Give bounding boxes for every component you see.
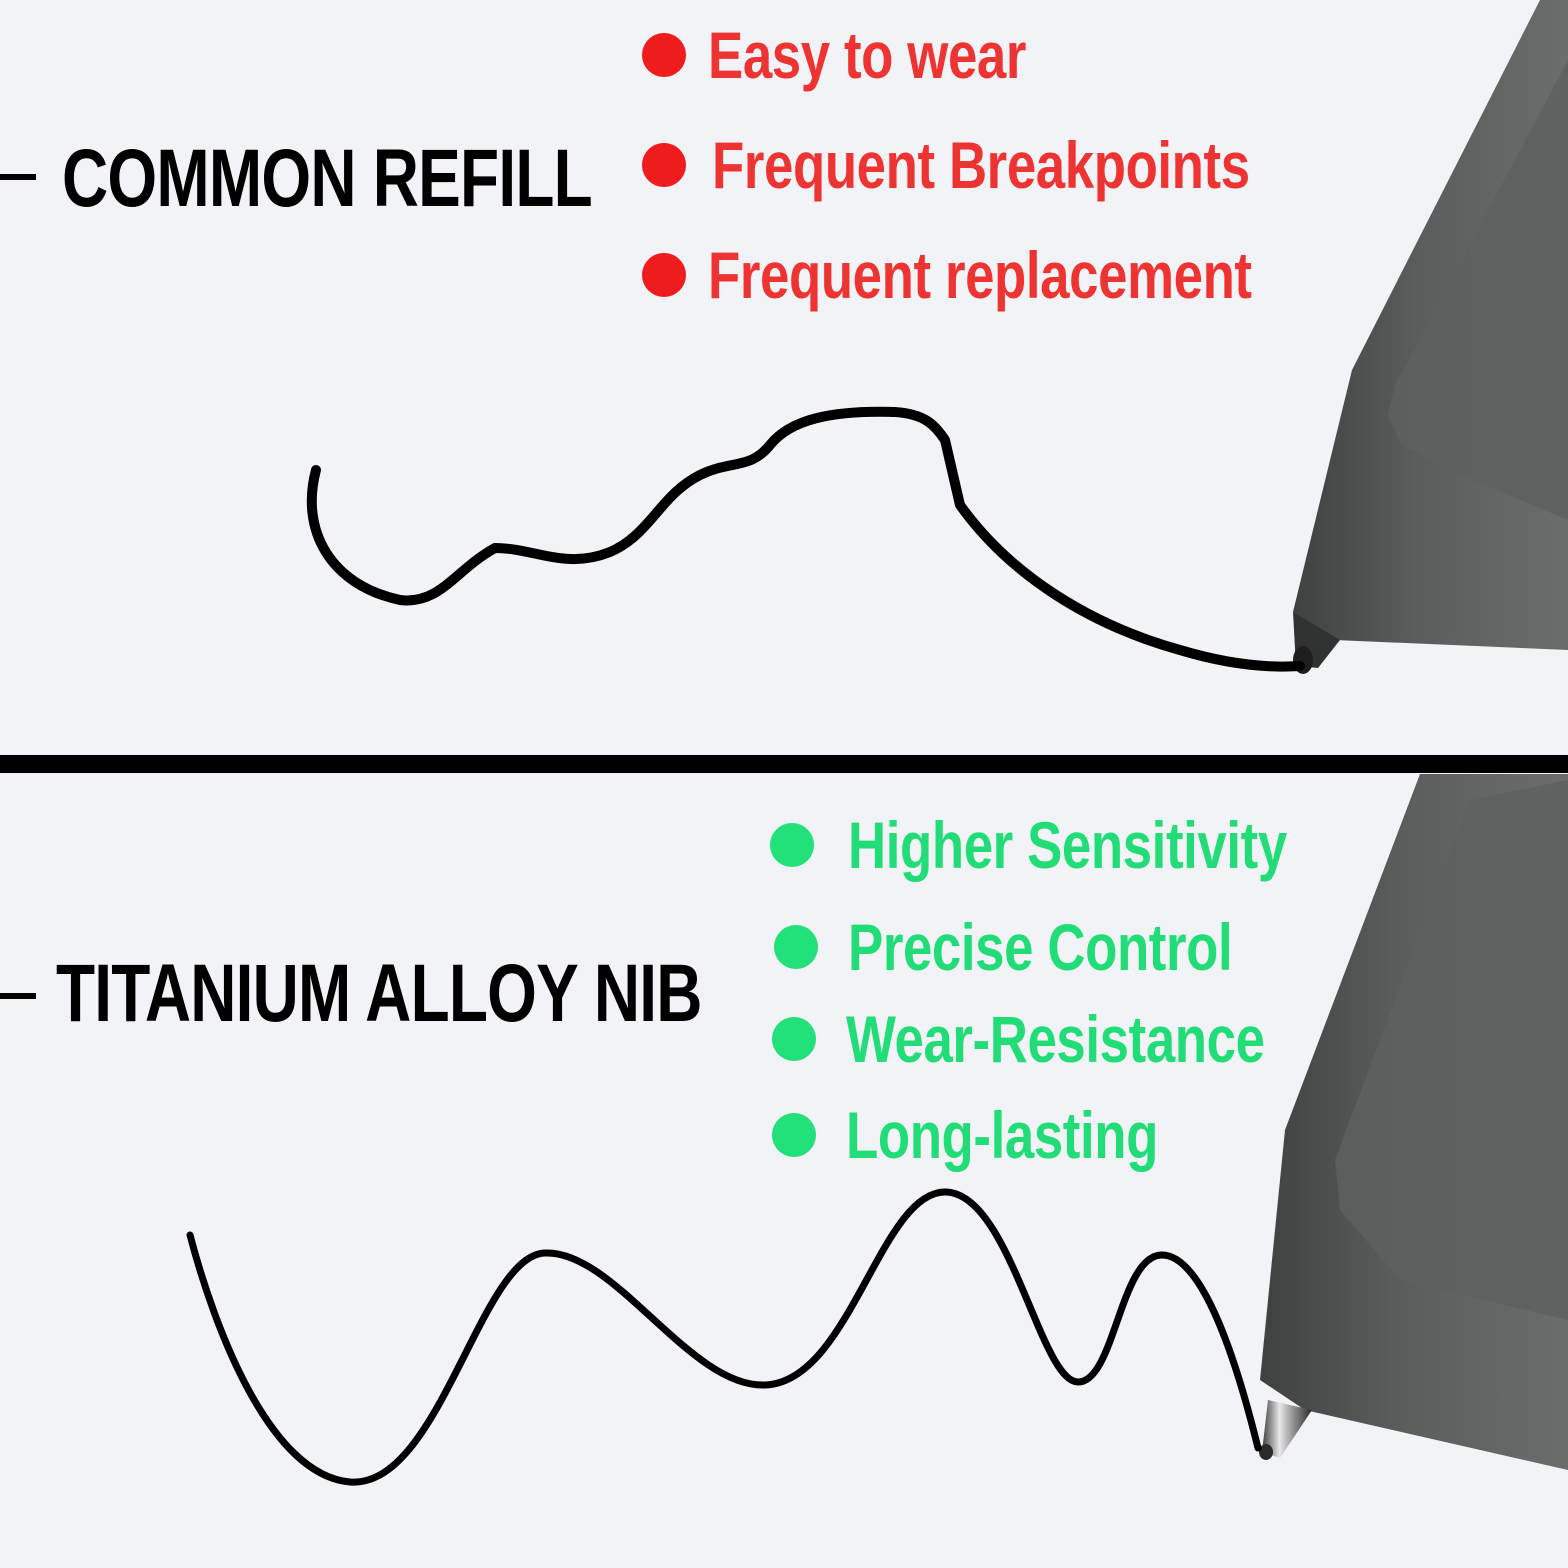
feature-label: Higher Sensitivity xyxy=(848,808,1287,882)
feature-label: Frequent replacement xyxy=(708,238,1252,312)
stylus-illustration-bottom xyxy=(1259,774,1568,1470)
feature-label: Easy to wear xyxy=(708,18,1027,92)
bullet-dot xyxy=(642,253,686,297)
titanium-nib xyxy=(1262,1400,1312,1458)
titanium-alloy-nib-heading: TITANIUM ALLOY NIB xyxy=(56,948,702,1039)
feature-label: Frequent Breakpoints xyxy=(712,128,1250,202)
bullet-dot xyxy=(774,925,818,969)
bullet-dot xyxy=(772,1113,816,1157)
ink-stroke-bottom xyxy=(186,1188,1262,1486)
common-refill-heading: COMMON REFILL xyxy=(62,133,593,224)
stylus-facet-top xyxy=(1388,60,1568,520)
stylus-facet-bottom xyxy=(1335,780,1568,1320)
section-divider xyxy=(0,755,1568,773)
common-refill-features: Easy to wear Frequent Breakpoints Freque… xyxy=(642,20,1402,330)
heading-dash xyxy=(0,993,36,999)
feature-label: Wear-Resistance xyxy=(846,1002,1265,1076)
titanium-alloy-nib-features: Higher Sensitivity Precise Control Wear-… xyxy=(770,810,1330,1180)
bullet-dot xyxy=(770,823,814,867)
heading-dash xyxy=(0,174,36,180)
feature-label: Precise Control xyxy=(848,910,1233,984)
bullet-dot xyxy=(642,33,686,77)
ink-stroke-top xyxy=(306,406,1305,672)
feature-label: Long-lasting xyxy=(846,1098,1158,1172)
titanium-nib-ball xyxy=(1259,1444,1273,1460)
bullet-dot xyxy=(772,1017,816,1061)
bullet-dot xyxy=(642,143,686,187)
